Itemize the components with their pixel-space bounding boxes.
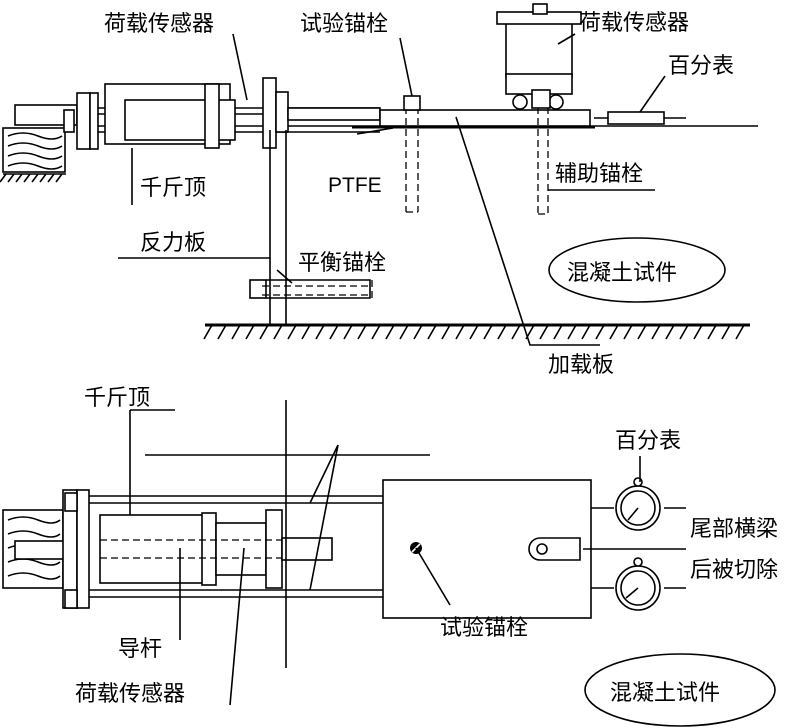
label-jack-top: 千斤顶 <box>140 176 206 201</box>
dial-gauge-upper <box>591 477 686 531</box>
load-sensor-flange-bottom <box>265 509 283 589</box>
label-jack-bottom: 千斤顶 <box>84 386 150 411</box>
label-reaction-plate: 反力板 <box>140 231 206 256</box>
leader-line <box>399 37 413 97</box>
concrete-specimen-bottom <box>584 653 776 727</box>
label-load-sensor-bottom: 荷载传感器 <box>75 682 185 707</box>
jack-flange-bottom <box>201 512 217 586</box>
test-anchor-top <box>405 96 419 213</box>
label-tail-beam: 尾部横梁 <box>690 517 778 542</box>
load-sensor-bottom <box>215 522 267 576</box>
leader-line <box>229 547 245 706</box>
nut-icon <box>89 92 99 150</box>
label-loading-plate: 加载板 <box>548 353 614 378</box>
aux-anchor-nut <box>531 89 551 109</box>
leader-line <box>415 547 451 606</box>
label-guide-rod: 导杆 <box>118 637 162 662</box>
leader-line <box>232 33 248 101</box>
nut-icon <box>64 492 78 512</box>
leader-line <box>276 269 293 284</box>
jack-body-bottom <box>99 514 211 584</box>
label-concrete-bottom: 混凝土试件 <box>610 681 720 706</box>
roller-icon <box>548 94 564 110</box>
test-anchor-nut <box>403 95 421 111</box>
reaction-plate <box>269 130 287 325</box>
label-load-sensor-left: 荷载传感器 <box>104 12 214 37</box>
tail-beam-slot <box>528 537 581 561</box>
label-rear-cut: 后被切除 <box>690 558 778 583</box>
leader-line <box>557 33 576 45</box>
load-sensor-flange <box>204 83 220 149</box>
concrete-specimen-top <box>548 237 726 303</box>
leader-line-loading-plate <box>455 116 600 346</box>
label-aux-anchor: 辅助锚栓 <box>555 162 643 187</box>
leader-line <box>129 409 175 515</box>
load-sensor-flange <box>275 91 289 133</box>
load-sensor-right <box>505 21 573 78</box>
nut-icon <box>63 109 75 133</box>
aux-anchor <box>537 30 549 215</box>
dial-gauge-top <box>607 111 665 125</box>
nut-icon <box>64 589 78 609</box>
wood-block-top <box>0 127 66 183</box>
leader-line <box>309 444 339 591</box>
label-concrete-top: 混凝土试件 <box>567 261 677 286</box>
leader-line <box>356 127 394 135</box>
loading-rod-top <box>287 107 381 121</box>
label-load-sensor-right: 荷载传感器 <box>579 11 689 36</box>
guide-rod <box>89 495 383 598</box>
label-balance-anchor: 平衡锚栓 <box>298 251 386 276</box>
balance-anchor <box>262 280 373 298</box>
label-dial-gauge-bottom: 百分表 <box>615 429 681 454</box>
dial-gauge-lower <box>591 557 686 611</box>
bottom-plan-view: 千斤顶 百分表 尾部横梁 后被切除 导杆 试验锚栓 荷载传感器 混凝土试件 <box>2 386 778 727</box>
label-test-anchor-top: 试验锚栓 <box>300 12 388 37</box>
load-sensor-right-bolt <box>532 3 548 15</box>
nut-icon <box>76 92 91 150</box>
balance-anchor-nut <box>249 279 267 299</box>
roller-icon <box>512 94 528 110</box>
label-test-anchor-bottom: 试验锚栓 <box>440 616 528 641</box>
leader-line <box>639 75 666 113</box>
loading-rod-bottom <box>281 537 333 561</box>
end-plate <box>76 489 90 609</box>
label-dial-gauge-top: 百分表 <box>668 54 734 79</box>
loading-plate-top <box>379 109 591 127</box>
label-ptfe: PTFE <box>328 174 382 197</box>
top-elevation-view: 荷载传感器 试验锚栓 荷载传感器 百分表 PTFE 辅助锚栓 千斤顶 反力板 平… <box>0 3 758 378</box>
